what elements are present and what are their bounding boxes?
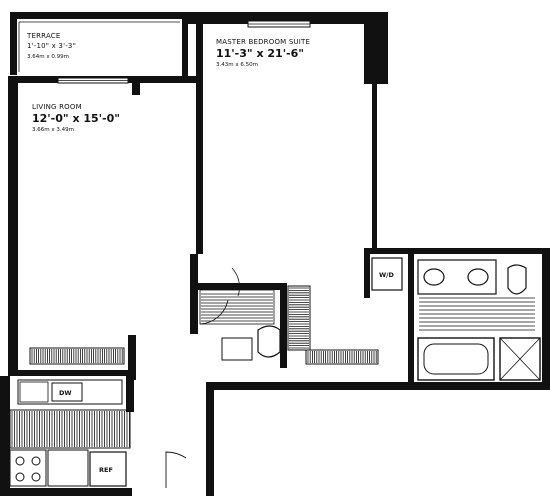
bath-floor-hatch: [419, 297, 535, 331]
master-toilet-icon: [507, 264, 527, 295]
cabinet-hatch-kitchen: [11, 411, 130, 447]
dishwasher-label: DW: [59, 389, 72, 397]
master-bedroom-label: MASTER BEDROOM SUITE 11'-3" x 21'-6" 3.4…: [216, 38, 310, 68]
kitchen-counter: [47, 449, 89, 487]
dishwasher: [51, 382, 83, 402]
hall-bath: [190, 267, 379, 368]
terrace-name: TERRACE: [26, 32, 61, 40]
master-bath: W/D: [206, 248, 550, 496]
radiator-living: [29, 347, 125, 365]
toilet-icon: [257, 325, 281, 358]
master-bedroom-name: MASTER BEDROOM SUITE: [216, 38, 310, 46]
living-room-name: LIVING ROOM: [32, 103, 82, 111]
double-vanity: [417, 259, 497, 295]
master-bedroom-dims: 11'-3" x 21'-6": [216, 47, 304, 60]
vanity: [221, 337, 253, 361]
stove: [9, 449, 47, 487]
bathtub: [417, 337, 495, 381]
refrigerator-label: REF: [99, 466, 113, 474]
living-room-walls: [8, 76, 198, 380]
radiator-hatch-hall: [307, 351, 377, 363]
washer-dryer-label: W/D: [379, 271, 395, 279]
master-bedroom-walls: [188, 12, 388, 254]
washer-dryer: [371, 257, 403, 291]
living-room-dims: 12'-0" x 15'-0": [32, 112, 120, 125]
radiator-hatch-living: [31, 349, 123, 363]
sink: [19, 381, 49, 403]
closet-hatch-hall: [289, 287, 309, 349]
terrace-dims: 1'-10" x 3'-3": [27, 42, 76, 50]
living-room-label: LIVING ROOM 12'-0" x 15'-0" 3.66m x 3.49…: [32, 103, 120, 133]
terrace-metric: 3.64m x 0.99m: [27, 54, 69, 60]
living-room-metric: 3.66m x 3.49m: [32, 127, 74, 133]
hall-closet-hatch: [201, 293, 273, 322]
refrigerator: [89, 451, 127, 487]
shower: [499, 337, 541, 381]
master-bedroom-metric: 3.43m x 6.50m: [216, 62, 258, 68]
terrace-label: TERRACE 1'-10" x 3'-3" 3.64m x 0.99m: [26, 32, 76, 60]
kitchen: DW REF: [0, 376, 187, 496]
